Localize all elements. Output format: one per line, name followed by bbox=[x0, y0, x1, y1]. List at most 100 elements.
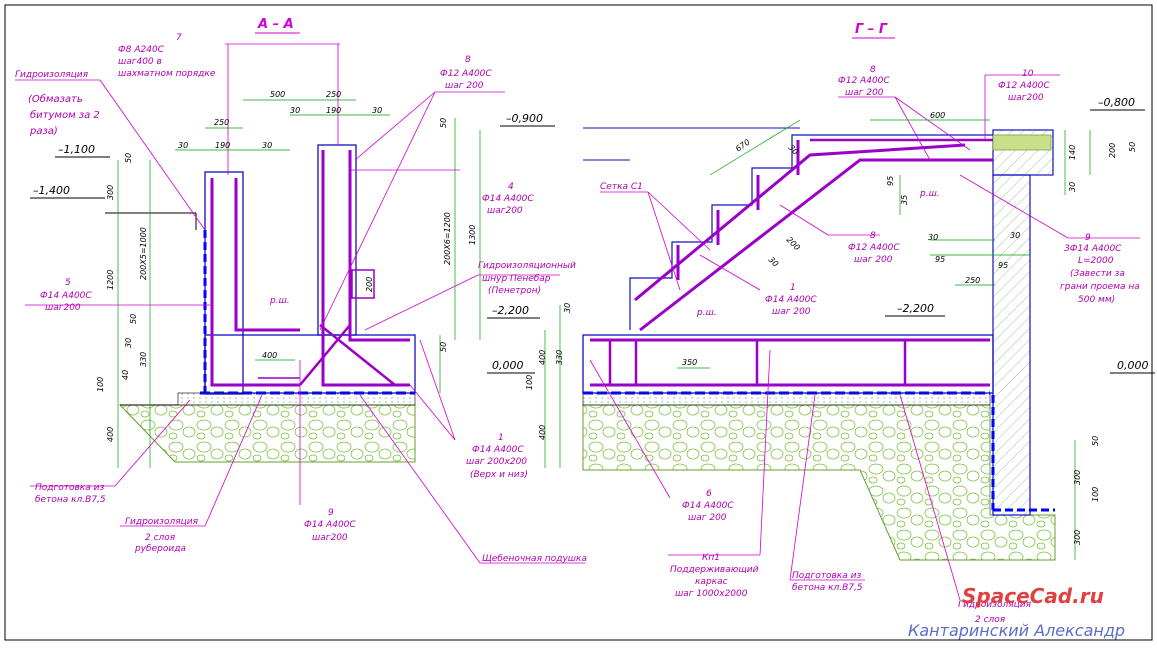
text-right-labels-item6-2: шаг 200 bbox=[688, 513, 727, 523]
stair-rebar-upper bbox=[634, 143, 966, 302]
text-right-labels-item1-1: Ф14 А400С bbox=[765, 295, 817, 305]
text-right-labels-item8-2: шаг 200 bbox=[845, 88, 884, 98]
text-dims-d1300: 1300 bbox=[468, 225, 477, 245]
text-dims-d190a: 190 bbox=[215, 141, 230, 150]
level-mark-0900: –0,900 bbox=[500, 112, 555, 127]
label-rsh-left: р.ш. bbox=[269, 296, 290, 306]
label-item8-num: 8 bbox=[465, 55, 471, 65]
label-coat-3: раза) bbox=[29, 126, 58, 137]
text-dims-d400a: 400 bbox=[106, 427, 115, 442]
concrete-prep-left bbox=[177, 392, 416, 406]
text-dims-d300a: 300 bbox=[106, 185, 115, 200]
label-r-item10-num: 10 bbox=[1022, 69, 1034, 79]
text-levels-m2200-right: –2,200 bbox=[897, 302, 934, 315]
text-right-labels-item9-1: ЗФ14 А400С bbox=[1064, 244, 1122, 254]
text-dims-r140: 140 bbox=[1068, 145, 1077, 160]
concrete-prep-right bbox=[582, 392, 991, 406]
text-dims-d200x6: 200Х6=1200 bbox=[443, 212, 452, 265]
text-left-labels-item1-3: (Верх и низ) bbox=[470, 470, 528, 480]
text-levels-m1100: –1,100 bbox=[58, 143, 95, 156]
text-dims-r95b: 95 bbox=[935, 255, 945, 264]
text-left-labels-item7-2: шаг400 в bbox=[118, 57, 162, 67]
text-dims-r300: 300 bbox=[1073, 470, 1082, 485]
text-right-labels-prep-2: бетона кл.В7,5 bbox=[792, 583, 863, 593]
text-dims-d40: 40 bbox=[121, 370, 130, 380]
text-dims-d200x5: 200Х5=1000 bbox=[139, 227, 148, 280]
text-dims-r30c: 30 bbox=[767, 255, 781, 269]
text-dims-d50b: 50 bbox=[129, 314, 138, 324]
label-waterproofing-2: Гидроизоляция bbox=[125, 517, 199, 527]
level-mark-2200-left: –2,200 bbox=[487, 304, 540, 319]
section-g-g: Г – Г –0,800 bbox=[525, 22, 1155, 625]
label-kp1: Кп1 bbox=[702, 553, 720, 563]
text-levels-m0900: –0,900 bbox=[506, 112, 543, 125]
text-dims-r30f: 30 bbox=[1068, 182, 1077, 192]
text-dims-d50a: 50 bbox=[124, 153, 133, 163]
text-left-labels-wp2-3: рубероида bbox=[134, 544, 186, 554]
dimensions-right bbox=[544, 119, 1091, 560]
text-dims-r200b: 200 bbox=[1108, 143, 1117, 158]
text-dims-r95c: 95 bbox=[998, 261, 1008, 270]
section-title-left: А – А bbox=[257, 17, 294, 32]
text-dims-d30c: 30 bbox=[290, 106, 300, 115]
text-right-labels-item8b-2: шаг 200 bbox=[854, 255, 893, 265]
text-left-labels-wp2-2: 2 слоя bbox=[145, 533, 176, 543]
section-a-a: А – А –1,100 –1,400 bbox=[15, 17, 587, 564]
wall-right bbox=[992, 174, 1031, 516]
text-dims-r600: 600 bbox=[930, 111, 945, 120]
drawing-frame bbox=[4, 4, 1153, 641]
text-right-labels-wp-2: 2 слоя bbox=[975, 615, 1006, 625]
label-item5-num: 5 bbox=[65, 278, 71, 288]
text-levels-m0800: –0,800 bbox=[1098, 96, 1135, 109]
text-left-labels-item8-2: шаг 200 bbox=[445, 81, 484, 91]
label-item7-num: 7 bbox=[176, 33, 182, 43]
text-dims-d1200: 1200 bbox=[106, 270, 115, 290]
label-r-item8-num: 8 bbox=[870, 65, 876, 75]
text-left-labels-item8-1: Ф12 А400С bbox=[440, 69, 492, 79]
gravel-cushion-right bbox=[582, 404, 1056, 561]
text-right-labels-item1-2: шаг 200 bbox=[772, 307, 811, 317]
text-dims-d30b: 30 bbox=[262, 141, 272, 150]
text-right-labels-item9-3: (Завести за bbox=[1070, 269, 1125, 279]
site-watermark: SpaceCad.ru bbox=[962, 584, 1104, 608]
text-right-labels-item9-2: L=2000 bbox=[1078, 256, 1114, 266]
text-left-labels-cord-3: (Пенетрон) bbox=[488, 286, 541, 296]
label-wp-right: Гидроизоляция bbox=[958, 600, 1032, 610]
level-mark-zero-right: 0,000 bbox=[1110, 359, 1155, 374]
leaders-right bbox=[589, 74, 1140, 601]
text-left-labels-item9-1: Ф14 А400С bbox=[304, 520, 356, 530]
text-left-labels-cord-2: шнур Пенебар bbox=[482, 274, 551, 284]
text-dims-r100b: 100 bbox=[1091, 487, 1100, 502]
text-left-labels-item7-1: Ф8 А240С bbox=[118, 45, 165, 55]
rebar-wall-outer-a bbox=[210, 178, 300, 387]
text-levels-m2200-left: –2,200 bbox=[492, 304, 529, 317]
level-mark-1100: –1,100 bbox=[55, 143, 110, 158]
label-rsh-right-2: р.ш. bbox=[919, 189, 940, 199]
text-dims-r30d: 30 bbox=[928, 233, 938, 242]
text-right-labels-item9-4: грани проема на bbox=[1060, 282, 1140, 292]
text-dims-d30a: 30 bbox=[178, 141, 188, 150]
text-dims-r100: 100 bbox=[525, 375, 534, 390]
text-dims-d330: 330 bbox=[139, 352, 148, 367]
text-dims-d50d: 50 bbox=[439, 342, 448, 352]
text-dims-d400b: 400 bbox=[262, 351, 277, 360]
text-levels-zero-left: 0,000 bbox=[492, 359, 524, 372]
text-dims-d30d: 30 bbox=[372, 106, 382, 115]
text-dims-r95a: 95 bbox=[886, 176, 895, 186]
text-dims-d250b: 250 bbox=[326, 90, 341, 99]
text-dims-d190b: 190 bbox=[326, 106, 341, 115]
label-r-item8b-num: 8 bbox=[870, 231, 876, 241]
text-left-labels-item4-2: шаг200 bbox=[487, 206, 523, 216]
text-dims-r50: 50 bbox=[1128, 142, 1137, 152]
label-waterproofing-top: Гидроизоляция bbox=[15, 70, 89, 80]
text-left-labels-item1-1: Ф14 А400С bbox=[472, 445, 524, 455]
text-dims-r400b: 400 bbox=[538, 425, 547, 440]
text-left-labels-item7-3: шахматном порядке bbox=[118, 69, 216, 79]
label-r-item9-num: 9 bbox=[1085, 233, 1091, 243]
label-item1-num: 1 bbox=[498, 433, 504, 443]
level-mark-2200-right: –2,200 bbox=[885, 302, 945, 317]
text-dims-r400: 400 bbox=[538, 350, 547, 365]
label-coat-1: (Обмазать bbox=[28, 93, 83, 105]
